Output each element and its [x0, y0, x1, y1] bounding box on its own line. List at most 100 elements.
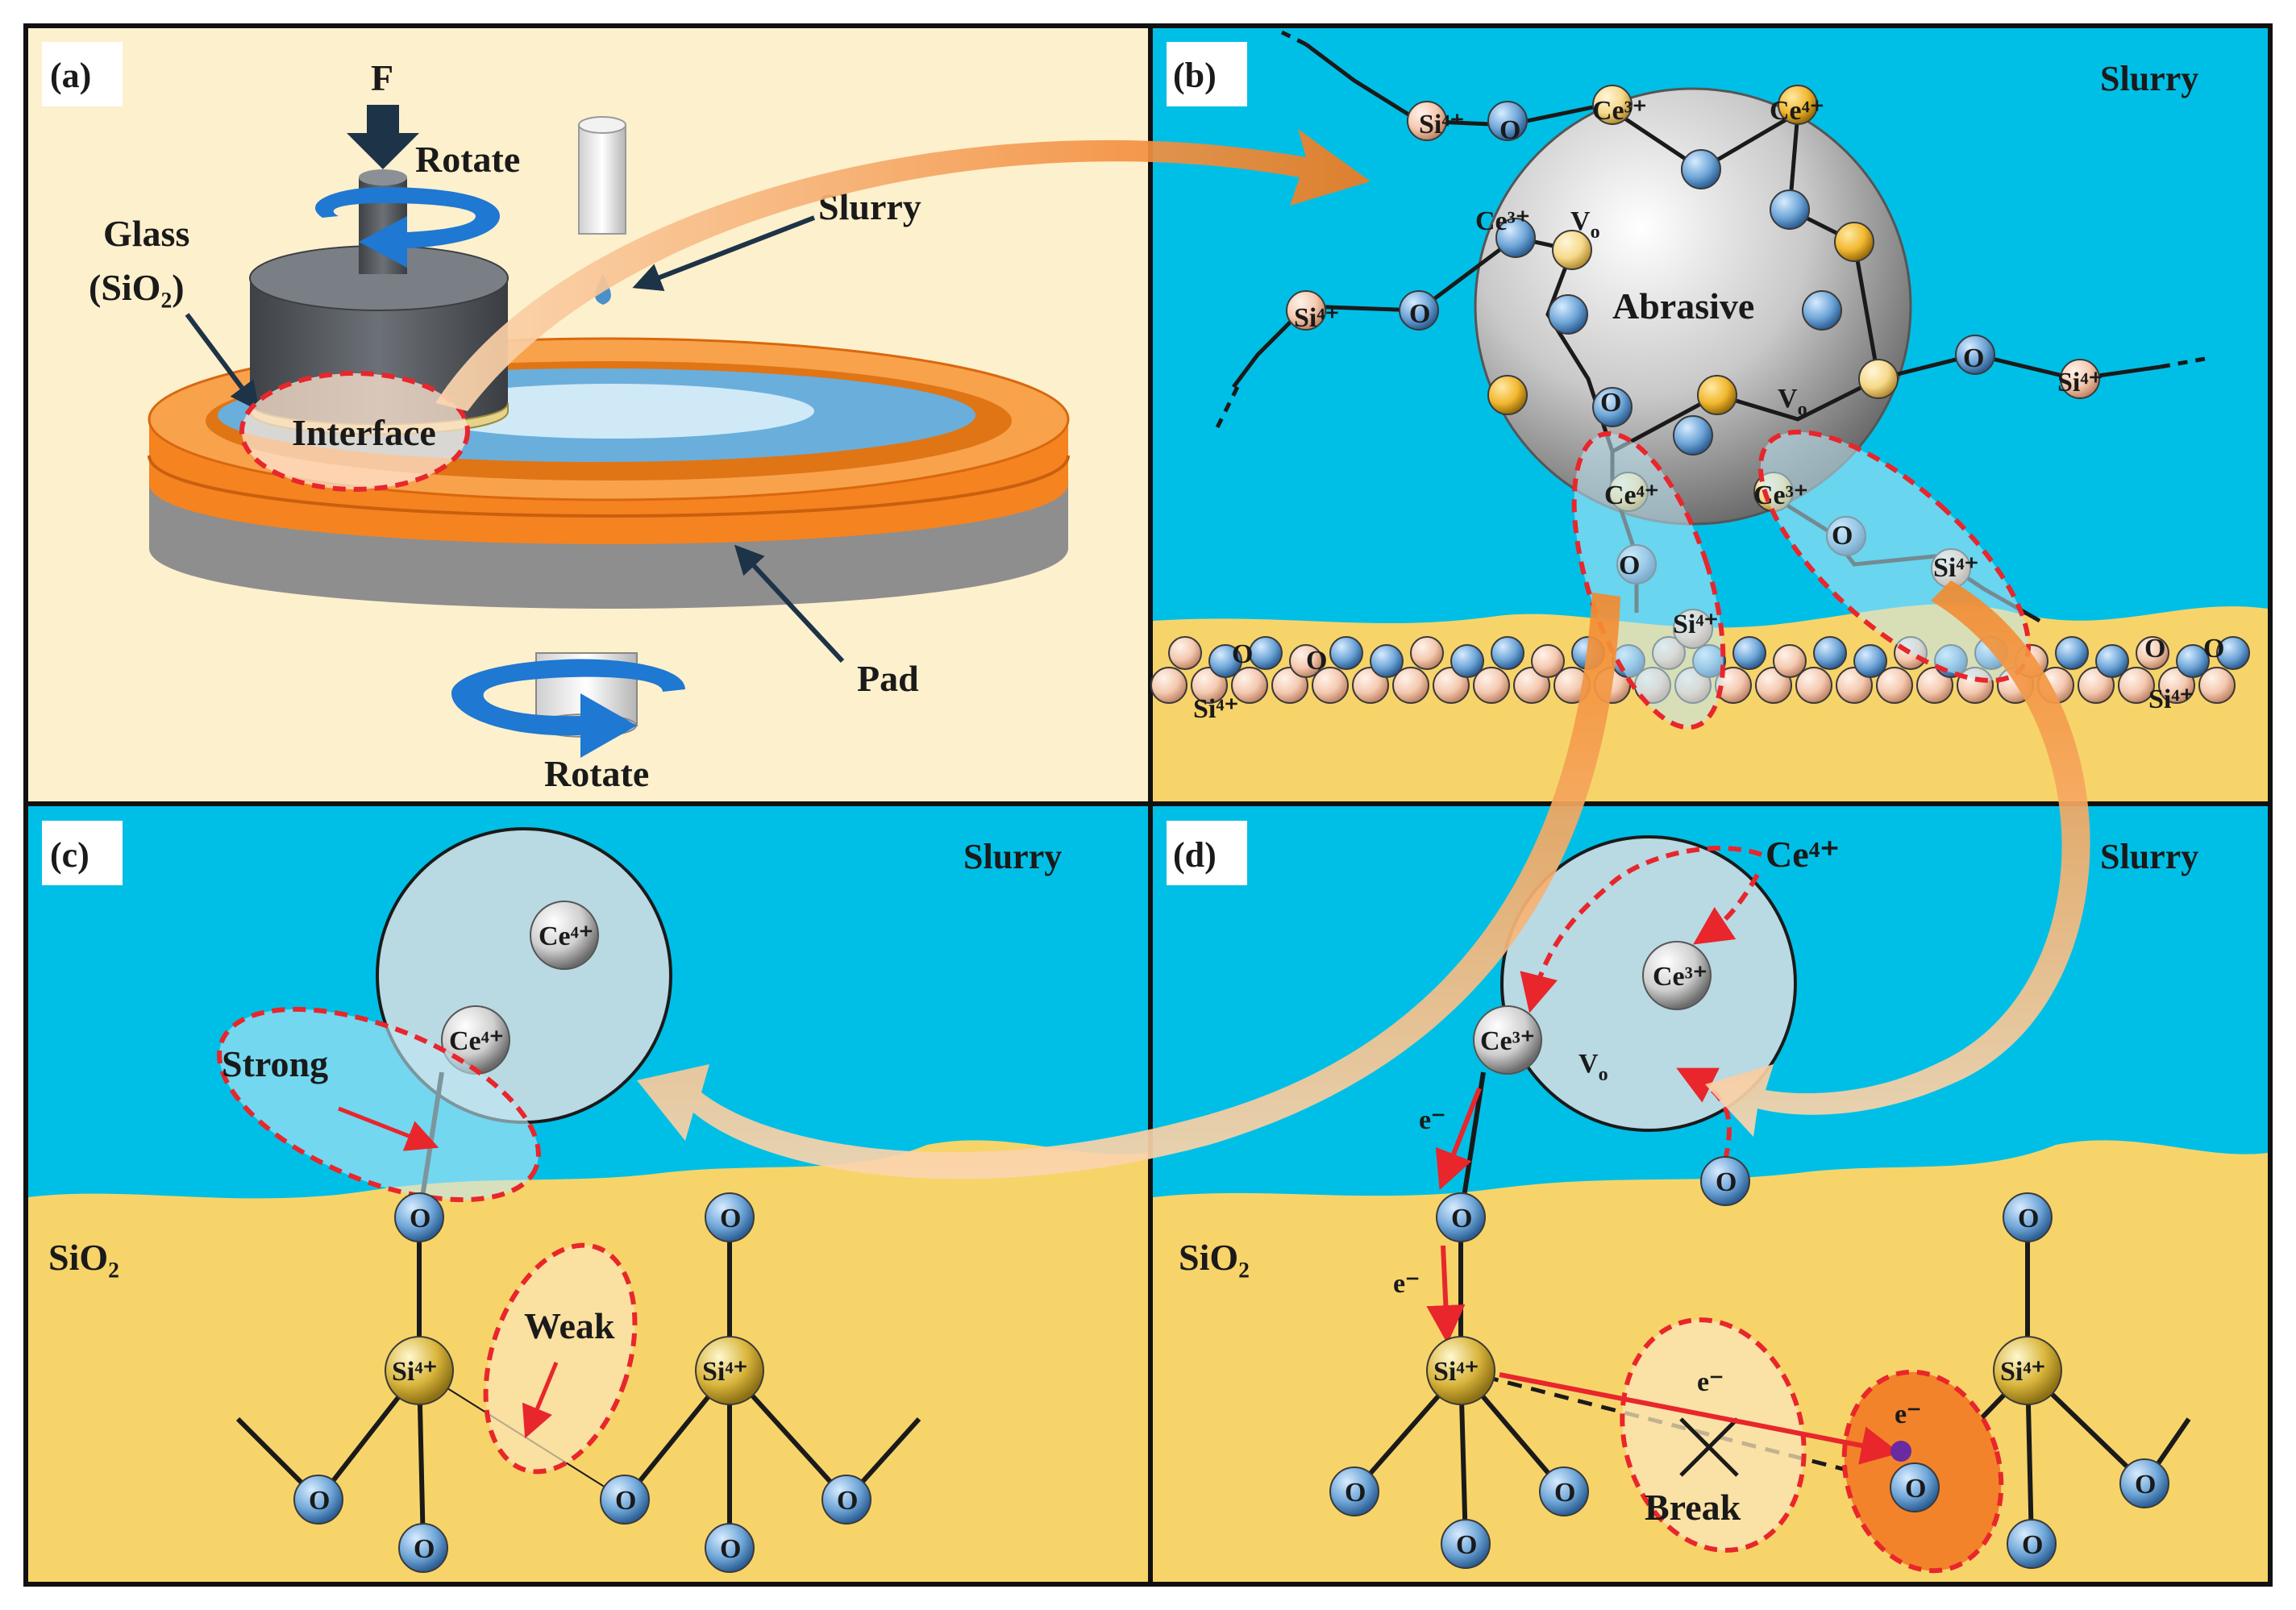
- oxygen-atom: [398, 1523, 448, 1573]
- pad-label: Pad: [857, 658, 919, 699]
- flow-arrow-b-to-c: [637, 593, 1620, 1179]
- surface-atom: [2216, 636, 2250, 670]
- surface-atom-layer: [1150, 636, 2250, 704]
- ion-o-right: O: [1963, 343, 1984, 373]
- si-atom: [1795, 667, 1832, 704]
- electron-label-break: e⁻: [1697, 1367, 1724, 1397]
- ion-vo-left: Vo: [1570, 206, 1600, 243]
- abrasive-atom: [1592, 387, 1633, 427]
- ce4-reduction-path-1: [1520, 846, 1763, 1013]
- electron-arrow-3: [1499, 1372, 1900, 1465]
- rotate-top-label: Rotate: [415, 139, 520, 180]
- rotate-bottom-label: Rotate: [544, 753, 649, 794]
- ion-si4-bottom1: Si⁴⁺: [1673, 609, 1719, 639]
- si-atom: [1271, 667, 1308, 704]
- panel-a: F Rotate Slurry Glass (SiO₂) Interface P…: [23, 23, 1153, 806]
- ion-ce3-top: Ce³⁺: [1592, 96, 1647, 126]
- ion-ce4-bottom: Ce⁴⁺: [1604, 481, 1659, 510]
- vacancy-path: [1676, 1067, 1732, 1162]
- surface-atom: [1853, 644, 1887, 678]
- panel-b: Si⁴⁺ O Ce³⁺ Ce⁴⁺ Ce³⁺ Vo Si⁴⁺ O Abrasive…: [1148, 23, 2273, 806]
- si-atom: [1150, 667, 1188, 704]
- ce4-label-c1: Ce⁴⁺: [539, 921, 593, 951]
- abrasive-atom: [1770, 189, 1810, 230]
- abrasive-label: Abrasive: [1612, 285, 1754, 327]
- oxygen-label: O: [720, 1534, 741, 1564]
- surface-atom: [2055, 636, 2089, 670]
- si-atom: [1392, 667, 1429, 704]
- oxygen-atom: [2119, 1458, 2169, 1508]
- si-atom: [1513, 667, 1550, 704]
- surface-atom: [2136, 636, 2169, 670]
- oxygen-label: O: [615, 1486, 636, 1516]
- abrasive-atom: [1407, 101, 1447, 141]
- oxygen-label: O: [2135, 1470, 2156, 1500]
- oxygen-label: O: [837, 1486, 858, 1516]
- silicon-atom: [1993, 1336, 2062, 1405]
- slurry-pointer: [632, 215, 816, 291]
- pad-pointer: [734, 544, 845, 664]
- force-label: F: [371, 57, 393, 98]
- surface-atom: [1410, 636, 1444, 670]
- surface-atom: [1168, 636, 1202, 670]
- oxygen-label: O: [414, 1534, 435, 1564]
- oxygen-atom: [705, 1523, 755, 1573]
- si-atom: [1231, 667, 1268, 704]
- surface-atom: [1208, 644, 1242, 678]
- surface-atom: [1531, 644, 1565, 678]
- oxygen-label: O: [309, 1486, 330, 1516]
- ion-si4-surface-right: Si⁴⁺: [2148, 684, 2194, 714]
- abrasive-atom: [1681, 149, 1721, 189]
- surface-atom: [1370, 644, 1404, 678]
- ion-o-bottom1: O: [1619, 551, 1640, 580]
- surface-atom: [1732, 636, 1766, 670]
- oxygen-label: O: [410, 1204, 430, 1234]
- flow-arrow-b-to-d: [1705, 580, 2090, 1137]
- surface-atom: [1813, 636, 1847, 670]
- panel-d-label: (d): [1173, 835, 1217, 875]
- oxygen-atom: [821, 1475, 871, 1525]
- strong-highlight: [217, 1006, 541, 1203]
- interface-highlight: [239, 371, 470, 492]
- abrasive-atom: [1834, 222, 1874, 262]
- oxygen-label: O: [1345, 1478, 1366, 1508]
- ce3-ion-d2: [1473, 1005, 1542, 1075]
- ion-o-surface3: O: [2144, 634, 2165, 664]
- ce3-label-d1: Ce³⁺: [1653, 962, 1707, 992]
- flow-arrows: [435, 129, 2090, 1179]
- panel-c-label: (c): [50, 835, 89, 875]
- surface-atom: [1450, 644, 1484, 678]
- silicon-label: Si⁴⁺: [2000, 1357, 2046, 1387]
- ce3-label-d2: Ce³⁺: [1480, 1026, 1535, 1056]
- si-atom: [2078, 667, 2115, 704]
- sio2-label-d: SiO₂: [1179, 1237, 1250, 1278]
- si-atom: [1433, 667, 1470, 704]
- ion-si4-top: Si⁴⁺: [1419, 110, 1465, 139]
- strong-label: Strong: [222, 1043, 328, 1084]
- abrasive-atom: [1552, 230, 1592, 270]
- ion-si4-right: Si⁴⁺: [2057, 368, 2103, 397]
- oxygen-atom: [1329, 1466, 1379, 1516]
- si-atom: [1836, 667, 1873, 704]
- si-atom: [2118, 667, 2155, 704]
- force-arrow-icon: [347, 105, 419, 169]
- oxygen-atom: [293, 1475, 343, 1525]
- ce4-label-d: Ce⁴⁺: [1766, 834, 1840, 875]
- broken-bond: [1460, 1368, 1915, 1490]
- oxygen-label: O: [1456, 1530, 1477, 1560]
- abrasive-atom: [1592, 85, 1633, 125]
- surface-atom: [1491, 636, 1524, 670]
- ion-ce3-bottom: Ce³⁺: [1753, 481, 1808, 510]
- slurry-label-d: Slurry: [2100, 837, 2198, 876]
- surface-atom: [1289, 644, 1323, 678]
- ce4-label-c2: Ce⁴⁺: [449, 1026, 504, 1056]
- electron-dot: [1890, 1441, 1911, 1462]
- silicon-atom: [385, 1336, 454, 1405]
- abrasive-atom: [1802, 290, 1842, 331]
- electron-label-2: e⁻: [1393, 1269, 1420, 1299]
- surface-atom: [1329, 636, 1363, 670]
- silicon-label: Si⁴⁺: [1433, 1357, 1479, 1387]
- si-atom: [1755, 667, 1792, 704]
